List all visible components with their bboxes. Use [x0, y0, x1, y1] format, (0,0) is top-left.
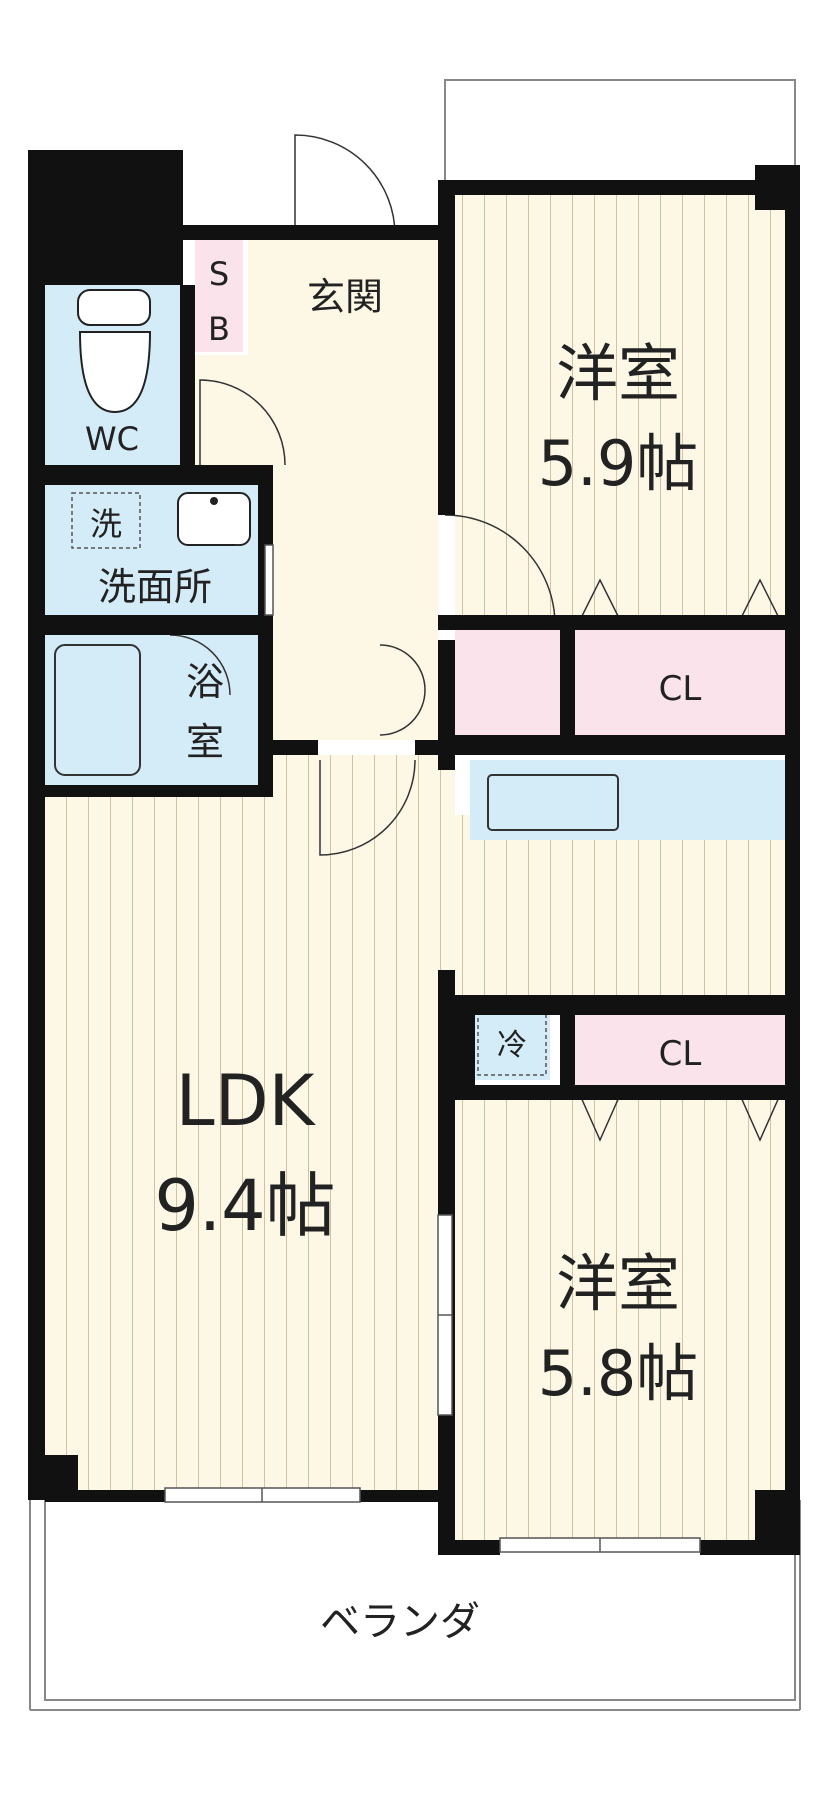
toilet-icon: [77, 289, 152, 414]
toilet-label: WC: [85, 420, 139, 458]
top-balcony-outline: [444, 79, 796, 190]
veranda-label: ベランダ: [320, 1599, 480, 1645]
closet-top-right: [575, 630, 785, 735]
western-room-bottom-name: 洋室: [556, 1247, 680, 1320]
washer-label: 洗: [90, 505, 122, 543]
closet-top-label: CL: [659, 669, 702, 709]
ldk-size: 9.4帖: [154, 1165, 335, 1247]
entrance-floor: [248, 240, 438, 355]
bath-door: [169, 634, 231, 696]
western-room-top-size: 5.9帖: [538, 427, 699, 500]
shoe-box: [195, 240, 243, 352]
bathroom-label-2: 室: [186, 720, 224, 764]
folding-door-top: [579, 578, 781, 621]
entrance-label: 玄関: [307, 275, 383, 319]
ldk-floor: [45, 755, 455, 1490]
fridge-label: 冷: [497, 1028, 527, 1063]
windows: [164, 544, 701, 1553]
kitchen-floor: [455, 815, 785, 995]
bathtub-icon: [54, 644, 141, 776]
kitchen-sink-icon: [487, 774, 619, 831]
western-room-bottom-floor: [455, 1100, 785, 1540]
door-swings: [199, 134, 556, 856]
shoe-box-label-b: B: [208, 310, 230, 348]
closet-top: [455, 630, 560, 735]
ldk-name: LDK: [176, 1060, 317, 1142]
bathroom-label-1: 浴: [186, 660, 224, 704]
folding-door-bottom: [579, 1094, 781, 1142]
closet-bottom-label: CL: [659, 1034, 702, 1074]
shoe-box-label-s: S: [209, 255, 229, 293]
closet-bottom-right: [575, 1015, 785, 1090]
walls: [28, 150, 800, 1555]
western-room-bottom-size: 5.8帖: [538, 1337, 699, 1410]
fridge-box: [477, 1004, 547, 1076]
western-room-top-name: 洋室: [556, 337, 680, 410]
washer-space: [71, 492, 141, 549]
washroom-label: 洗面所: [98, 565, 212, 609]
sink-icon: [177, 492, 251, 546]
western-room-top-floor: [455, 195, 785, 620]
